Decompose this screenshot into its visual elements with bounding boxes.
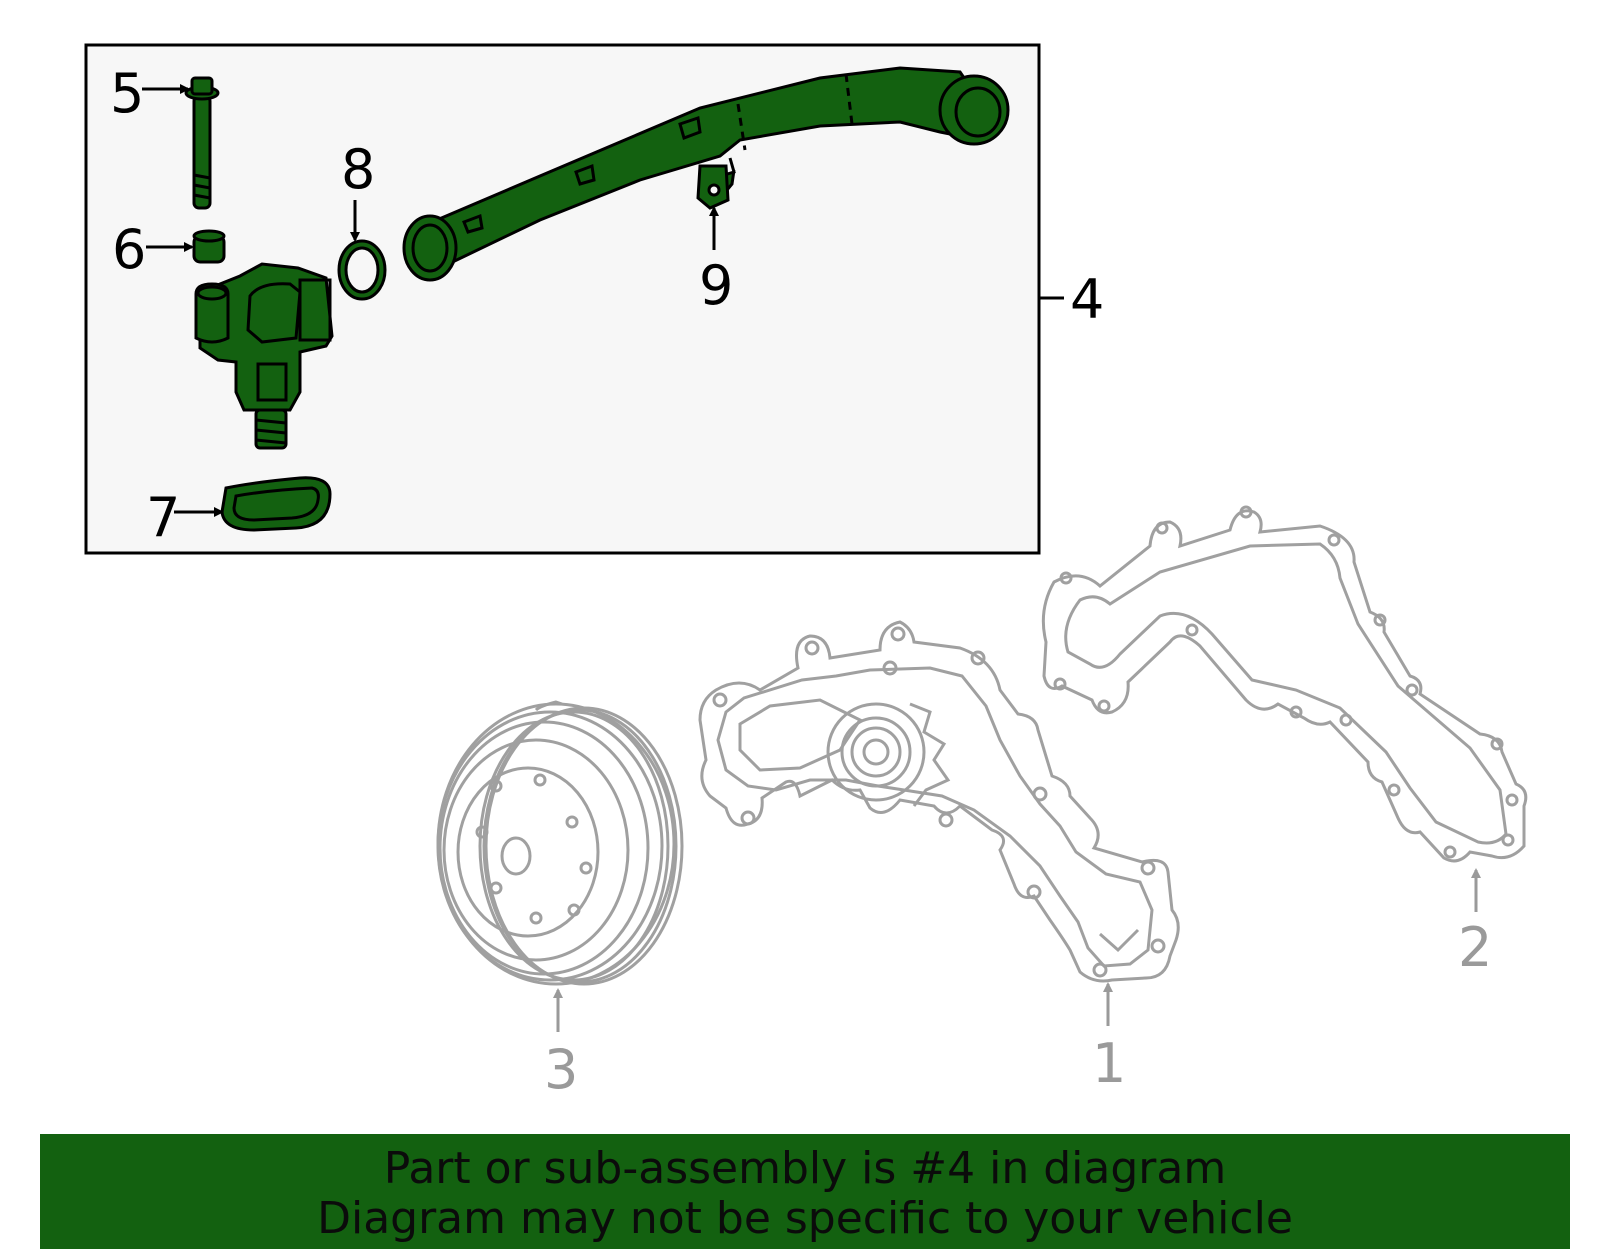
banner-line-1: Part or sub-assembly is #4 in diagram xyxy=(383,1143,1227,1194)
info-banner: Part or sub-assembly is #4 in diagram Di… xyxy=(40,1134,1570,1249)
callout-label-7: 7 xyxy=(146,486,180,549)
coolant-pipe-part[interactable] xyxy=(402,66,1010,282)
thermostat-housing-part[interactable] xyxy=(194,262,334,450)
pulley-part[interactable] xyxy=(436,700,684,986)
spacer-part[interactable] xyxy=(192,229,226,264)
water-pump-part[interactable] xyxy=(698,620,1180,983)
callout-label-1: 1 xyxy=(1092,1032,1126,1095)
callout-label-8: 8 xyxy=(341,138,375,201)
callout-label-3: 3 xyxy=(544,1038,578,1101)
water-pump-gasket-part[interactable] xyxy=(1041,505,1528,863)
callout-label-5: 5 xyxy=(110,62,144,125)
o-ring-part[interactable] xyxy=(337,239,387,301)
thermostat-gasket-part[interactable] xyxy=(220,476,332,532)
banner-line-2: Diagram may not be specific to your vehi… xyxy=(317,1193,1293,1244)
callout-label-4: 4 xyxy=(1070,268,1104,331)
callout-label-6: 6 xyxy=(112,218,146,281)
callout-label-9: 9 xyxy=(699,254,733,317)
callout-label-2: 2 xyxy=(1458,916,1492,979)
